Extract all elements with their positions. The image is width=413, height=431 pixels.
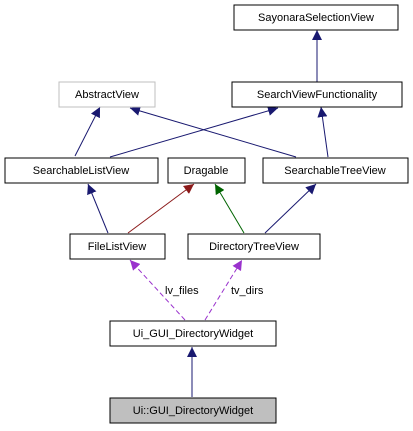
node-directory-tree-view[interactable]: DirectoryTreeView [187, 233, 321, 260]
edge-dtv-to-stv [264, 183, 317, 234]
node-label: Ui::GUI_DirectoryWidget [133, 405, 253, 417]
edge-label-tv-dirs: tv_dirs [231, 285, 264, 297]
edge-slv-to-svf [109, 106, 279, 158]
node-label: Ui_GUI_DirectoryWidget [133, 328, 253, 340]
edge-stv-to-svf [317, 106, 329, 158]
edge-labels: lv_files tv_dirs [165, 285, 264, 297]
node-file-list-view[interactable]: FileListView [69, 233, 166, 260]
node-searchable-tree-view[interactable]: SearchableTreeView [262, 157, 409, 184]
edge-uigdw-to-dtv [204, 259, 243, 321]
node-label: FileListView [88, 241, 147, 253]
edge-uigdw-to-flv [129, 259, 186, 321]
node-searchable-list-view[interactable]: SearchableListView [4, 157, 159, 184]
node-abstract-view[interactable]: AbstractView [58, 81, 156, 108]
nodes: SayonaraSelectionView AbstractView Searc… [4, 4, 409, 424]
edge-flv-to-slv [87, 183, 109, 234]
edge-flv-to-dragable [127, 183, 195, 234]
edge-slv-to-abstract [74, 106, 101, 157]
node-ui-ns-gui-directory-widget[interactable]: Ui::GUI_DirectoryWidget [109, 397, 277, 424]
node-label: AbstractView [75, 89, 139, 101]
edge-label-lv-files: lv_files [165, 285, 199, 297]
node-label: SearchViewFunctionality [257, 89, 378, 101]
node-sayonara-selection-view[interactable]: SayonaraSelectionView [233, 4, 399, 31]
edge-stv-to-abstract [129, 106, 297, 158]
node-label: SearchableListView [33, 165, 129, 177]
node-label: DirectoryTreeView [209, 241, 299, 253]
node-dragable[interactable]: Dragable [167, 157, 246, 184]
node-label: SearchableTreeView [284, 165, 386, 177]
edge-dtv-to-dragable [214, 183, 245, 234]
node-ui-gui-directory-widget[interactable]: Ui_GUI_DirectoryWidget [109, 320, 277, 347]
node-label: SayonaraSelectionView [258, 12, 374, 24]
node-label: Dragable [184, 165, 229, 177]
edges [74, 30, 329, 397]
node-search-view-functionality[interactable]: SearchViewFunctionality [231, 81, 403, 108]
